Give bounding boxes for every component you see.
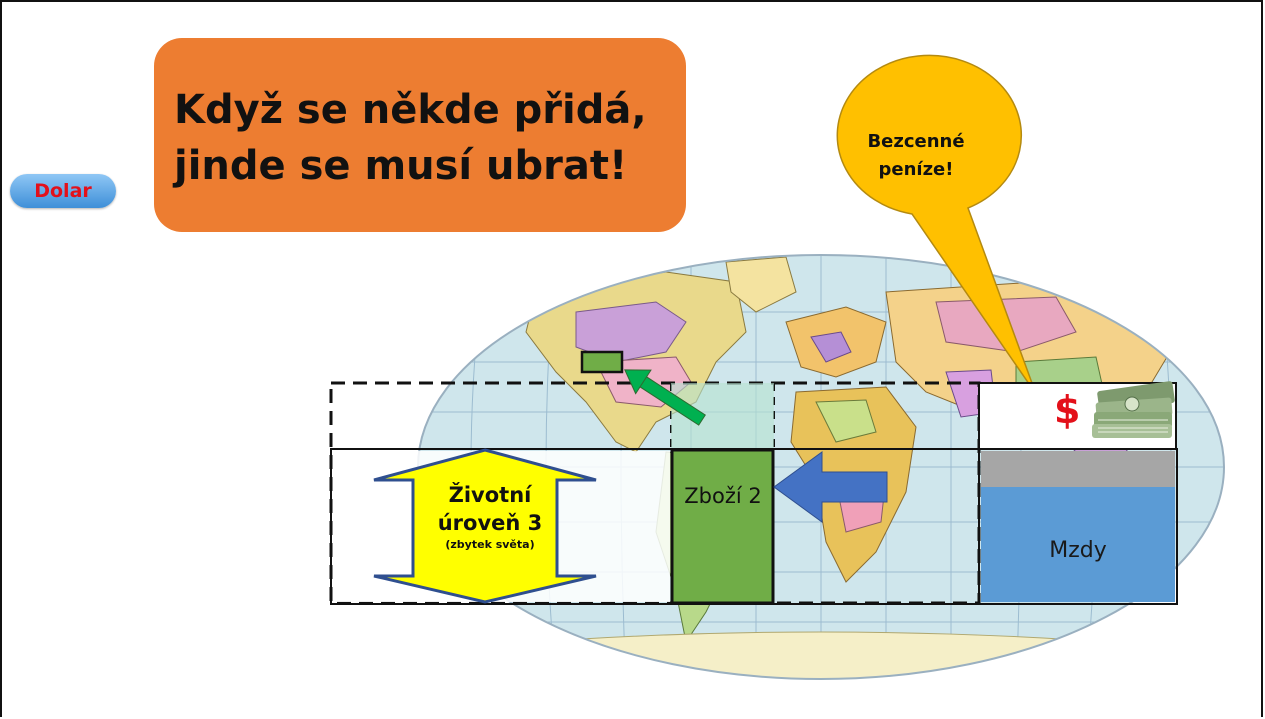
standard-line-3: (zbytek světa) <box>445 538 535 551</box>
wages-bar <box>981 487 1175 602</box>
goods-bar <box>670 448 775 605</box>
standard-level-arrow <box>373 448 597 604</box>
headline-line-1: Když se někde přidá, <box>174 87 647 133</box>
standard-of-living-label: Životní úroveň 3 (zbytek světa) <box>422 481 558 553</box>
usa-goods-marker <box>580 350 624 374</box>
standard-line-2: úroveň 3 <box>437 511 543 535</box>
headline-box: Když se někde přidá, jinde se musí ubrat… <box>154 38 686 232</box>
goods-label: Zboží 2 <box>684 484 762 508</box>
dollar-sign: $ <box>1054 388 1081 432</box>
speech-bubble-text: Bezcenné peníze! <box>830 128 1002 184</box>
dolar-button[interactable]: Dolar <box>10 174 116 208</box>
money-stack-icon <box>1092 381 1175 438</box>
blue-arrow <box>773 451 888 523</box>
speech-bubble-line-2: peníze! <box>878 159 954 180</box>
headline-line-2: jinde se musí ubrat! <box>174 143 628 189</box>
wages-grey <box>981 451 1175 487</box>
wages-label: Mzdy <box>1049 538 1107 563</box>
standard-line-1: Životní <box>448 483 532 507</box>
speech-bubble <box>836 54 1037 395</box>
green-arrow <box>624 369 706 426</box>
speech-bubble-line-1: Bezcenné <box>867 131 965 152</box>
